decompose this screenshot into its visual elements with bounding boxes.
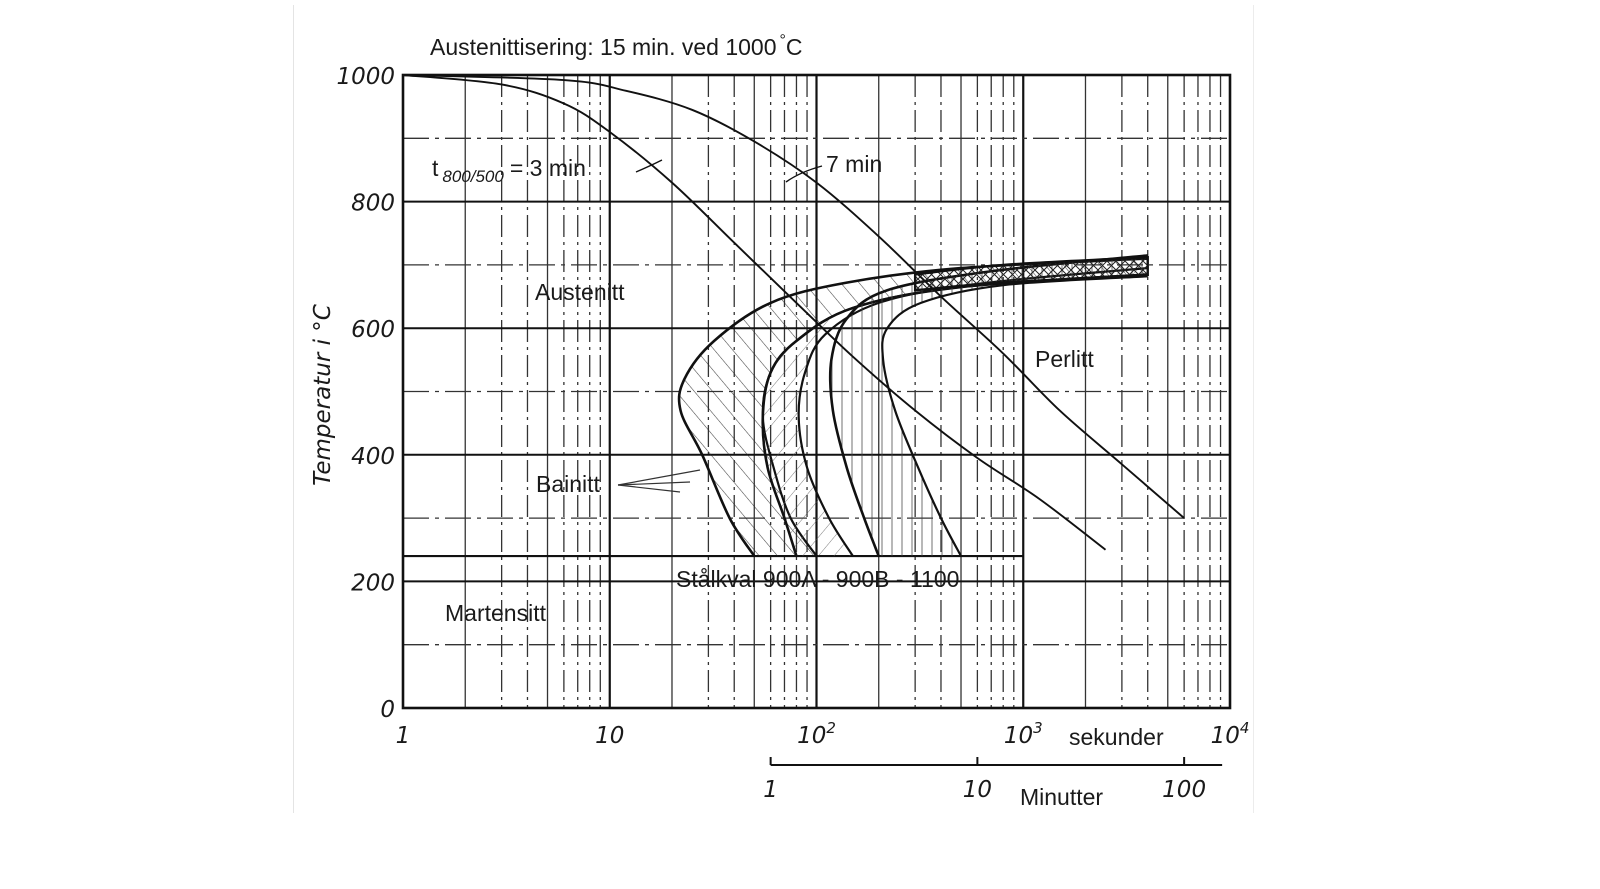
plot-border [401,73,1232,710]
x-tick-label: 1 [396,723,411,749]
minute-tick-label: 10 [963,777,992,803]
minute-tick-labels: 1 10 100 [763,777,1206,803]
minute-tick-label: 1 [763,777,778,803]
leader-line-3min [635,159,663,173]
leader-line-bainitt [617,481,691,486]
region-label-martensitt: Martensitt [445,600,547,626]
y-tick-label: 200 [351,570,395,596]
y-tick-label: 600 [351,317,395,343]
cooling-curves [402,74,1185,551]
cooling-curve-3min [402,74,1107,551]
y-tick-label: 800 [351,191,395,217]
minute-tick-label: 100 [1162,777,1206,803]
region-label-bainitt: Bainitt [536,471,601,497]
finish-curve-1100 [881,275,1148,557]
x-axis-label-minutes: Minutter [1020,784,1103,810]
x-tick-label: 102 [797,719,836,749]
chart-title: Austenittisering: 15 min. ved 1000°C [430,32,803,60]
region-label-austenitt: Austenitt [535,279,625,305]
transformation-regions [677,254,1149,557]
x-axis-label-seconds: sekunder [1069,724,1164,750]
leader-line-bainitt [617,484,681,493]
x-tick-label: 104 [1211,719,1250,749]
pearlite-band [913,256,1149,292]
y-tick-label: 1000 [336,64,395,90]
image-border-right [1253,5,1254,813]
x-tick-labels: 1 10 102 103 104 [396,719,1250,749]
region-label-perlitt: Perlitt [1035,346,1094,372]
transformation-band-1100 [830,255,1148,557]
y-axis-label: Temperatur i °C [310,304,336,486]
curve-label-7min: 7 min [826,151,882,177]
transformation-band-900B [762,268,1148,557]
x-tick-label: 103 [1004,719,1043,749]
image-border-left [293,5,294,813]
leader-line-bainitt [617,469,701,486]
plot-frame [401,73,1232,766]
y-tick-label: 400 [351,444,395,470]
y-tick-labels: 0 200 400 600 800 1000 [336,64,395,723]
x-tick-label: 10 [595,723,624,749]
steel-grade-label: Stålkval 900A - 900B - 1100 [676,566,959,592]
cooling-curve-7min [402,74,1185,519]
transformation-band-900A [679,258,1148,557]
y-tick-label: 0 [380,697,395,723]
leader-line-7min [785,165,823,183]
